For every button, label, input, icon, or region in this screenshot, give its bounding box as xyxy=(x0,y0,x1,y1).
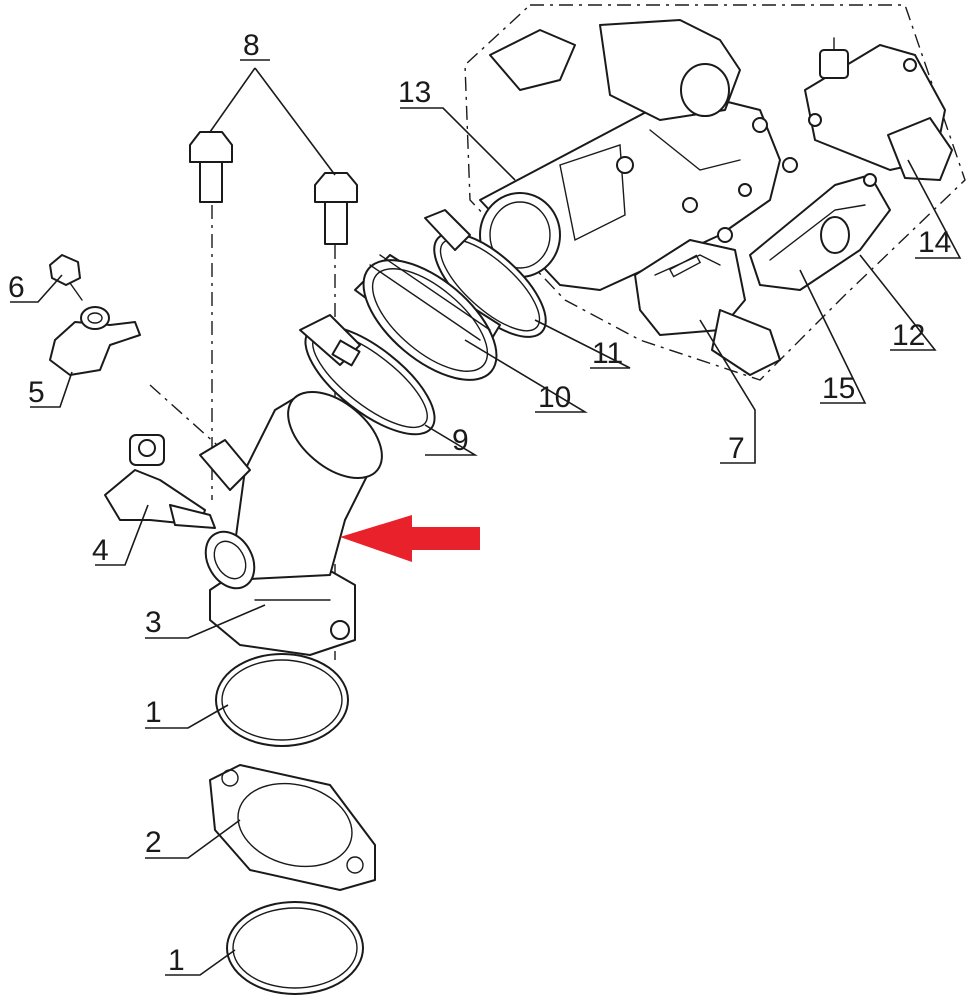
fuel-injector-part-4 xyxy=(104,434,216,529)
tps-sensor-part-15 xyxy=(749,173,891,291)
callout-3: 3 xyxy=(145,606,162,639)
o-ring-part-1-lower xyxy=(226,901,364,995)
injector-axis xyxy=(149,384,246,471)
bolt-part-8-left xyxy=(189,131,233,203)
callout-1-upper: 1 xyxy=(145,696,162,729)
fuel-fitting-part-5 xyxy=(49,306,141,376)
red-arrow-icon xyxy=(340,515,480,562)
callout-12: 12 xyxy=(892,319,925,352)
callout-6: 6 xyxy=(8,271,25,304)
callout-2: 2 xyxy=(145,826,162,859)
callout-1-lower: 1 xyxy=(168,944,185,977)
gasket-part-2 xyxy=(209,764,376,891)
idle-valve-part-14 xyxy=(804,37,953,181)
callout-15: 15 xyxy=(822,372,855,405)
callout-4: 4 xyxy=(92,534,109,567)
callout-13: 13 xyxy=(398,76,431,109)
sensor-module-part-7 xyxy=(634,239,781,376)
callout-7: 7 xyxy=(728,432,745,465)
throttle-body-part-13 xyxy=(479,19,798,291)
callout-8: 8 xyxy=(243,29,260,62)
leader-lines xyxy=(10,59,962,976)
bolt-part-8-right xyxy=(314,172,358,245)
callout-5: 5 xyxy=(28,376,45,409)
clamp-part-11 xyxy=(424,209,547,338)
callout-14: 14 xyxy=(918,226,951,259)
intake-manifold-part-3 xyxy=(199,390,383,656)
intake-sleeve-part-10 xyxy=(354,254,501,381)
callout-9: 9 xyxy=(452,424,469,457)
callout-10: 10 xyxy=(538,381,571,414)
o-ring-part-1-upper xyxy=(215,653,349,747)
callout-11: 11 xyxy=(592,337,623,370)
bolt-part-6 xyxy=(49,254,83,301)
